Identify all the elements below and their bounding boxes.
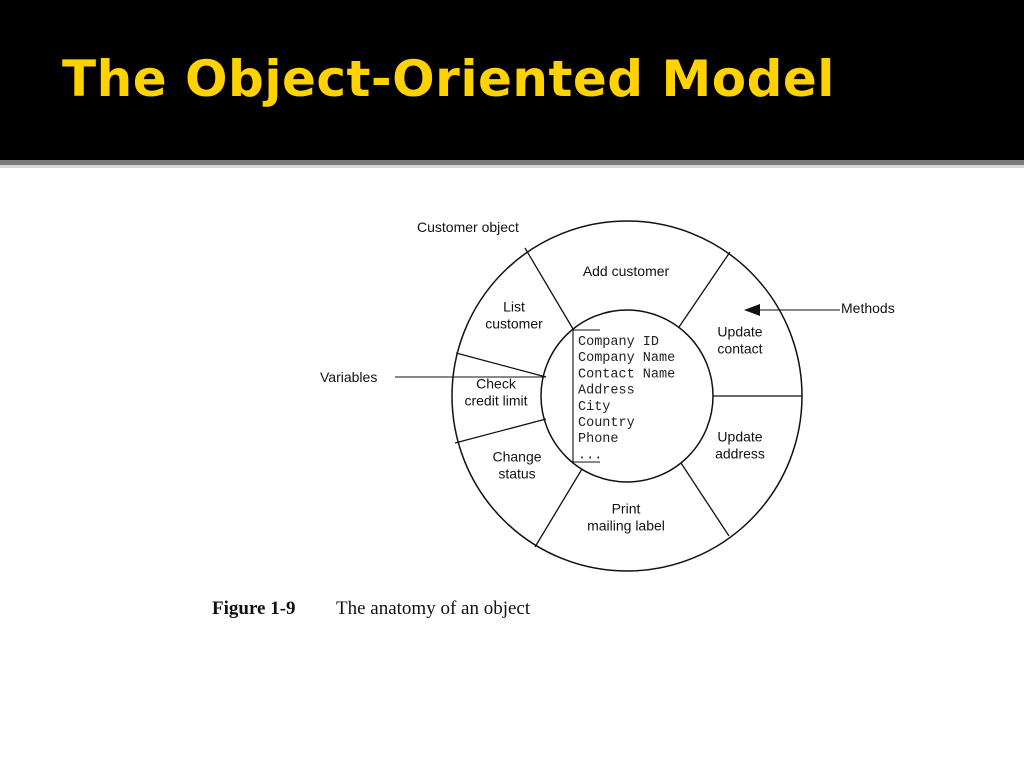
divider-top-left (524, 247, 574, 330)
object-label: Customer object (417, 219, 519, 235)
variable-item: Address (578, 384, 635, 399)
divider-left-upper (455, 352, 547, 378)
methods-label: Methods (841, 300, 895, 316)
figure-number: Figure 1-9 (212, 598, 296, 619)
variable-item: City (578, 400, 610, 415)
segment-add-customer: Add customer (583, 263, 670, 279)
variable-item: ... (578, 448, 602, 463)
slide-title: The Object-Oriented Model (62, 50, 835, 108)
methods-arrowhead (744, 304, 760, 316)
variables-label: Variables (320, 369, 377, 385)
divider-bottom-left (534, 468, 583, 548)
variables-bracket (572, 329, 600, 463)
title-divider (0, 160, 1024, 165)
variable-item: Phone (578, 432, 619, 447)
divider-top-right (678, 251, 731, 328)
divider-left-lower (454, 418, 547, 444)
title-divider-light (0, 165, 1024, 168)
divider-bottom-right (680, 462, 730, 537)
variable-item: Country (578, 416, 635, 431)
variable-item: Company Name (578, 351, 675, 366)
variable-item: Company ID (578, 335, 659, 350)
figure-caption: The anatomy of an object (336, 598, 531, 619)
variable-item: Contact Name (578, 367, 675, 382)
segment-dividers (454, 247, 802, 548)
title-bar: The Object-Oriented Model (0, 0, 1024, 160)
